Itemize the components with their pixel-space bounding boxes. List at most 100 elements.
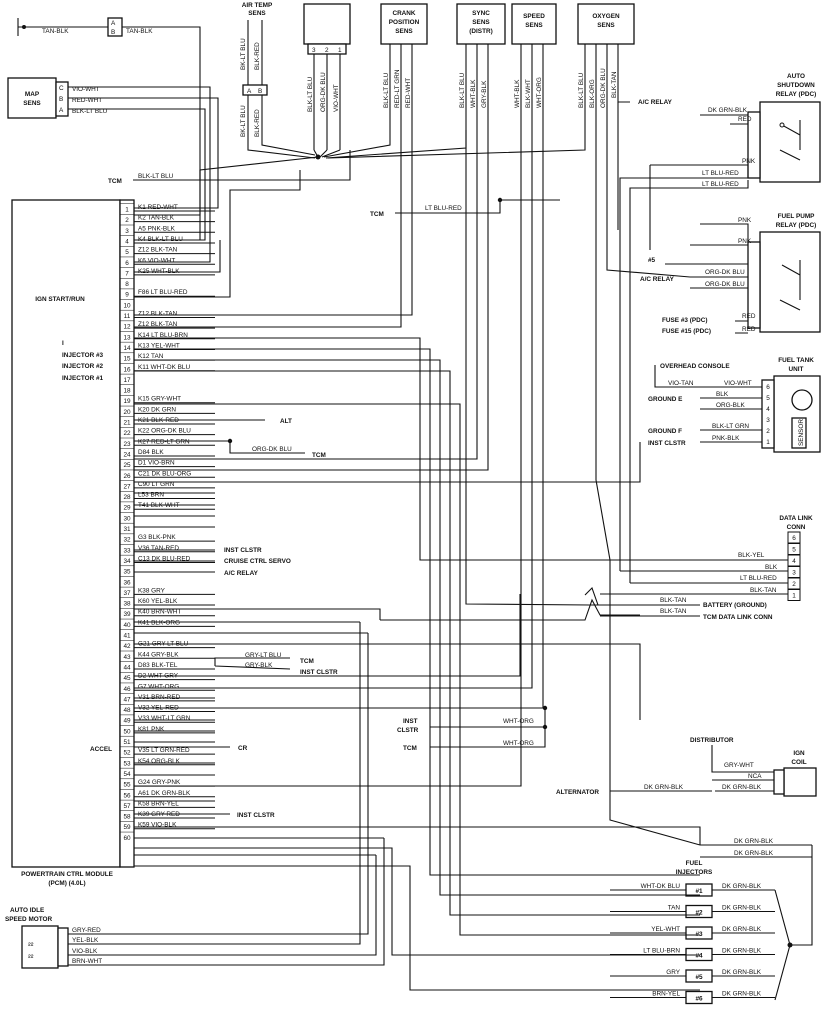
ftu-label: INST CLSTR [648,440,686,447]
wire-label: VIO-WHT [72,86,100,93]
injector-ground-label: DK GRN-BLK [722,948,762,955]
wire-label: TAN-BLK [126,28,153,35]
tcm-wire [133,150,351,181]
wire-label: BLK-TAN [611,71,618,98]
wire-label: LT BLU-RED [425,205,462,212]
asd-title-3: RELAY (PDC) [776,91,816,98]
pcm-pin-wire-label: A5 PNK-BLK [138,225,176,232]
pcm-pin-wire-label: K44 GRY-BLK [138,651,179,658]
injector-wire-label: YEL-WHT [651,926,680,933]
dlc-pin-number: 6 [792,535,796,542]
sensor-wires [313,54,341,150]
pcm-pin-number: 11 [124,313,131,320]
pcm-pin-wire-label: C90 LT GRN [138,481,175,488]
pcm-pin-number: 54 [123,771,131,778]
pcm-pin-number: 12 [123,324,131,331]
air-temp-wires [247,20,263,85]
crank-title: CRANK [392,10,415,17]
inst-label: INST [403,718,418,725]
air-temp-connector [242,84,268,96]
wire-label: RED-LT GRN [394,69,401,108]
wire-label: WHT-ORG [503,718,534,725]
wire-label: LT BLU-RED [702,181,739,188]
pcm-pin-number: 35 [123,569,131,576]
wire-label: GRY-RED [72,927,101,934]
pcm-pin-number: 30 [123,515,131,522]
pcm-pin-number: 38 [123,601,131,608]
pcm-label-inj2: INJECTOR #2 [62,363,104,370]
crank-title-3: SENS [395,28,413,35]
tcm-callout-2: TCM LT BLU-RED [370,197,560,218]
map-title-2: SENS [23,100,41,107]
alt-label: ALT [280,418,292,425]
pcm-pin-number: 40 [123,622,131,629]
ftu-pin-number: 6 [766,384,770,391]
pcm-pin-number: 46 [123,686,131,693]
pcm-pin-number: 19 [123,398,131,405]
wire-label: RED [742,313,756,320]
ftu-pin-number: 5 [766,395,770,402]
cr-label: CR [238,745,248,752]
injector-wire-label: BRN-YEL [652,991,680,998]
battery-wires [590,604,700,617]
pcm-pin-number: 26 [123,473,131,480]
ftu-label: GROUND F [648,428,682,435]
ftu-label: OVERHEAD CONSOLE [660,363,730,370]
pcm-pin-number: 17 [123,377,131,384]
tcm-wire [134,440,305,454]
injector-number: #6 [695,996,703,1003]
sync-title: SYNC [472,10,490,17]
asd-title: AUTO [787,73,805,80]
pin-label: 1 [338,47,342,54]
wire-label: BLK-YEL [738,552,765,559]
pcm-pin-number: 44 [123,664,131,671]
asd-wires [640,114,749,189]
ftu-pin-number: 3 [766,417,770,424]
map-sensor: MAP SENS C B A VIO-WHT RED-WHT BLK-LT BL… [7,77,219,263]
pcm-pin-wire-label: A61 DK GRN-BLK [138,790,191,797]
dlc-pin-number: 3 [792,570,796,577]
wire-label: BLK-LT BLU [383,72,390,108]
sensor-element [791,417,807,449]
pcm-pin-wire-label: K14 LT BLU-BRN [138,332,188,339]
asd-connector [747,111,761,179]
wire-label: WHT-ORG [503,740,534,747]
splice-dot [542,724,548,730]
pin-label: 3 [312,47,316,54]
coil-title-2: COIL [791,759,806,766]
sync-title-3: (DISTR) [469,28,492,35]
pcm-pin-wire-label: D1 VIO-BRN [138,460,175,467]
wire-label: BLK-RED [254,109,261,137]
wire-label: GRY-WHT [724,762,754,769]
injector-body [685,990,713,1005]
pcm-pin-number: 14 [123,345,131,352]
pcm-pin-wire-label: C13 DK BLU-RED [138,555,191,562]
wire-label: BLK-TAN [660,608,687,615]
wire-label: BLK-LT BLU [459,72,466,108]
wire-label: LT BLU-RED [702,170,739,177]
pcm-body [11,199,121,868]
pcm-pin-wire-label: K20 DK GRN [138,406,176,413]
pcm-pin-number: 6 [125,260,129,267]
pin-b-label: B [111,29,115,36]
clstr-label: CLSTR [397,727,419,734]
ac-relay-label-2: A/C RELAY [224,570,259,577]
pcm-pin-number: 52 [123,750,131,757]
map-body [7,77,57,119]
oxygen-title-2: SENS [597,22,615,29]
dlc-wires [600,559,788,595]
ftu-pin-number: 4 [766,406,770,413]
coil-title: IGN [793,750,805,757]
g21-wires [214,657,291,670]
pcm-pin-wire-label: G7 WHT-ORG [138,683,179,690]
wire-label: RED [742,326,756,333]
coil-symbol: ᴤᴤ [28,941,34,948]
fpr-label: FUSE #15 (PDC) [662,328,711,335]
map-title: MAP [25,91,40,98]
distributor-ign-coil: DISTRIBUTOR IGN COIL GRY-WHT NCA DK GRN-… [690,737,817,797]
injector-wire-label: WHT-DK BLU [641,883,681,890]
pcm-pin-wire-label: K11 WHT-DK BLU [138,364,190,371]
